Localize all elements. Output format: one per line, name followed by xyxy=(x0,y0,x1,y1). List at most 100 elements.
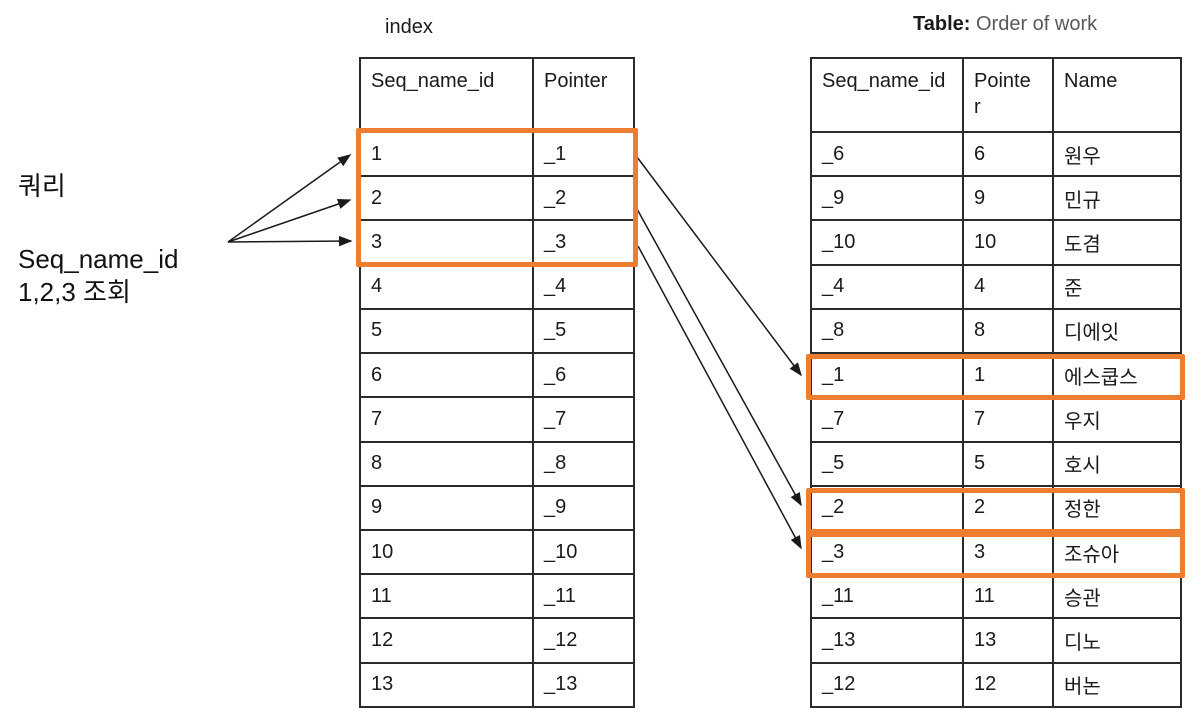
table-cell: 2 xyxy=(359,175,534,222)
table-cell: 6 xyxy=(359,352,534,399)
pointer-arrow-2 xyxy=(636,208,802,507)
table-cell: 8 xyxy=(962,307,1054,355)
table-cell: 디에잇 xyxy=(1052,307,1182,355)
table-cell: _13 xyxy=(810,617,964,664)
pointer-arrow-1 xyxy=(636,156,802,377)
work-col-name: Name xyxy=(1052,57,1182,133)
query-arrow-3 xyxy=(227,235,353,247)
table-cell: _8 xyxy=(810,307,964,355)
table-cell: 8 xyxy=(359,440,534,487)
table-cell: 11 xyxy=(359,573,534,620)
table-row: 2_2 xyxy=(359,175,635,222)
table-row: 8_8 xyxy=(359,440,635,487)
work-table-title-prefix: Table: xyxy=(913,13,971,35)
table-row: 3_3 xyxy=(359,219,635,266)
table-row: 6_6 xyxy=(359,352,635,399)
table-cell: 디노 xyxy=(1052,617,1182,664)
table-cell: _5 xyxy=(810,440,964,487)
table-cell: 2 xyxy=(962,484,1054,531)
table-cell: 5 xyxy=(359,307,534,355)
table-cell: _1 xyxy=(810,352,964,399)
table-cell: 에스쿱스 xyxy=(1052,352,1182,399)
table-cell: _2 xyxy=(532,175,635,222)
table-cell: _6 xyxy=(810,130,964,178)
table-cell: _7 xyxy=(810,396,964,443)
table-cell: _4 xyxy=(810,263,964,310)
index-table-title: index xyxy=(385,16,433,38)
work-col-pointer: Pointer xyxy=(962,57,1054,133)
table-cell: 10 xyxy=(359,528,534,576)
table-cell: 4 xyxy=(359,263,534,310)
table-cell: 우지 xyxy=(1052,396,1182,443)
table-cell: _7 xyxy=(532,396,635,443)
table-row: 7_7 xyxy=(359,396,635,443)
table-row: 12_12 xyxy=(359,617,635,664)
table-cell: 도겸 xyxy=(1052,219,1182,266)
work-table-title: Table: Order of work xyxy=(913,13,1097,36)
table-cell: _10 xyxy=(810,219,964,266)
table-row: 5_5 xyxy=(359,307,635,355)
table-cell: 13 xyxy=(359,661,534,709)
table-cell: 10 xyxy=(962,219,1054,266)
table-row: 10_10 xyxy=(359,528,635,576)
table-cell: 4 xyxy=(962,263,1054,310)
table-cell: 3 xyxy=(962,528,1054,576)
table-row: 11_11 xyxy=(359,573,635,620)
table-cell: _4 xyxy=(532,263,635,310)
query-arrow-2 xyxy=(227,198,352,243)
index-col-seq-name-id: Seq_name_id xyxy=(359,57,534,133)
table-cell: _10 xyxy=(532,528,635,576)
table-cell: 7 xyxy=(962,396,1054,443)
table-cell: _1 xyxy=(532,130,635,178)
table-cell: _3 xyxy=(532,219,635,266)
table-cell: _12 xyxy=(810,661,964,709)
query-condition-line2: 1,2,3 조회 xyxy=(18,277,131,307)
table-cell: 원우 xyxy=(1052,130,1182,178)
table-cell: 12 xyxy=(359,617,534,664)
table-cell: 6 xyxy=(962,130,1054,178)
query-arrow-1 xyxy=(227,154,352,243)
table-cell: _2 xyxy=(810,484,964,531)
table-cell: _12 xyxy=(532,617,635,664)
table-cell: _3 xyxy=(810,528,964,576)
table-cell: _8 xyxy=(532,440,635,487)
table-cell: 호시 xyxy=(1052,440,1182,487)
table-cell: 9 xyxy=(962,175,1054,222)
table-cell: _13 xyxy=(532,661,635,709)
table-row: 9_9 xyxy=(359,484,635,531)
table-row: 1_1 xyxy=(359,130,635,178)
table-cell: _9 xyxy=(532,484,635,531)
table-cell: 7 xyxy=(359,396,534,443)
query-label: 쿼리 xyxy=(18,171,66,201)
table-cell: 1 xyxy=(359,130,534,178)
table-cell: 버논 xyxy=(1052,661,1182,709)
table-cell: 13 xyxy=(962,617,1054,664)
table-cell: 12 xyxy=(962,661,1054,709)
table-cell: _5 xyxy=(532,307,635,355)
table-cell: _11 xyxy=(532,573,635,620)
work-table-title-name: Order of work xyxy=(975,13,1098,35)
table-cell: 1 xyxy=(962,352,1054,399)
table-cell: _11 xyxy=(810,573,964,620)
table-cell: 5 xyxy=(962,440,1054,487)
work-table-header-row: Seq_name_id Pointer Name xyxy=(810,57,1182,133)
table-cell: 11 xyxy=(962,573,1054,620)
table-cell: _6 xyxy=(532,352,635,399)
work-col-seq-name-id: Seq_name_id xyxy=(810,57,964,133)
table-cell: 승관 xyxy=(1052,573,1182,620)
table-cell: 9 xyxy=(359,484,534,531)
